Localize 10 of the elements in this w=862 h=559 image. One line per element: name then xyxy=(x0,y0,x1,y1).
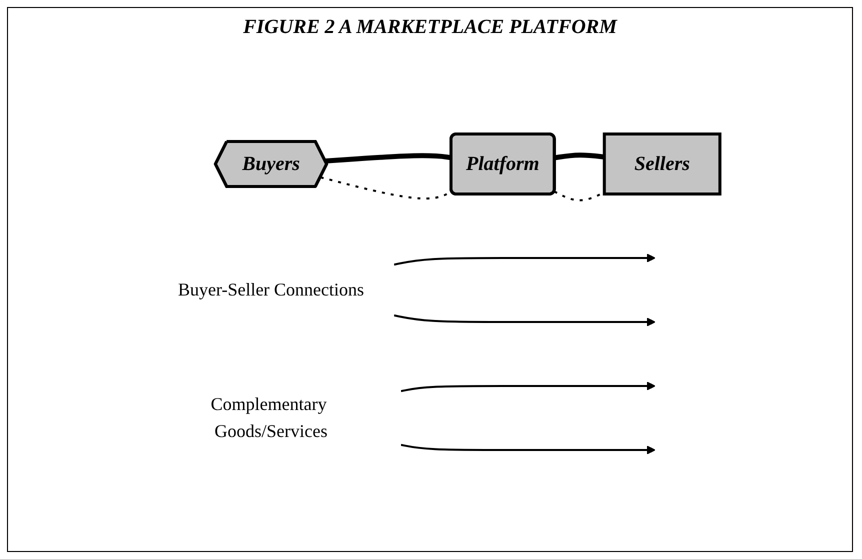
node-box: Sellers xyxy=(602,132,721,196)
arrow xyxy=(393,314,656,326)
arrow xyxy=(400,382,656,392)
connector xyxy=(324,153,452,164)
arrow xyxy=(400,444,656,454)
connector xyxy=(554,152,604,160)
arrow xyxy=(393,254,656,266)
node-text: Buyer-Seller Connections xyxy=(177,280,364,300)
node-text: Complementary Goods/Services xyxy=(210,394,328,441)
diagram-title: FIGURE 2 A MARKETPLACE PLATFORM xyxy=(243,16,617,39)
